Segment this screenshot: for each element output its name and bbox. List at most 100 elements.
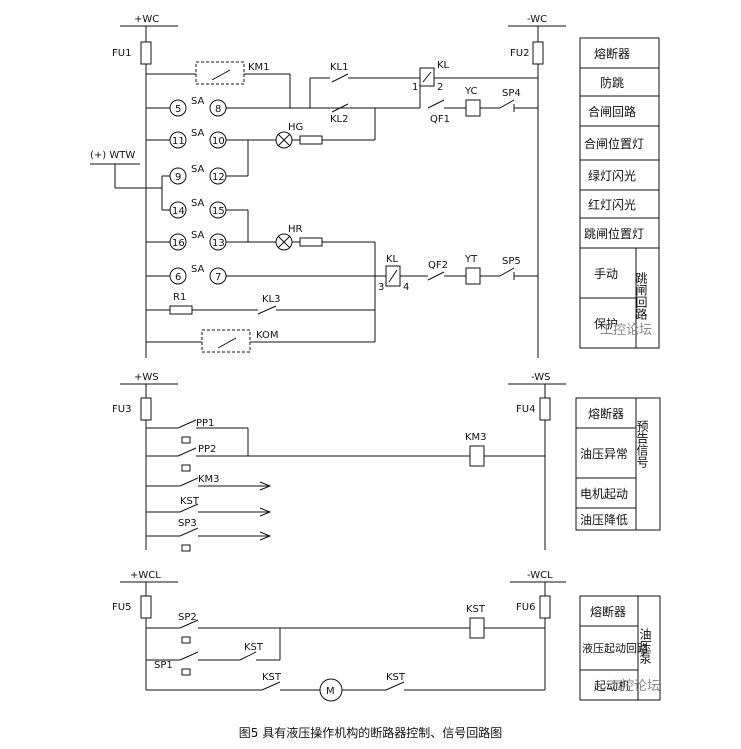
table1-row-0: 熔断器 (594, 46, 630, 61)
sa-terminal-8-label: 8 (215, 104, 221, 115)
table1-row-5: 红灯闪光 (588, 197, 636, 212)
bus-pws-label: +WS (134, 372, 159, 383)
resistor-hr (299, 237, 323, 247)
resistor-r1 (169, 305, 193, 315)
fuse-fu5 (140, 595, 152, 619)
table3-side: 油压泵 (638, 628, 652, 664)
fuse-fu2 (532, 41, 544, 65)
motor-label: M (326, 686, 335, 697)
table1-side: 跳闸回路 (634, 272, 648, 321)
watermark-2: 工控论坛 (608, 679, 660, 694)
kst-sp1-label: KST (244, 642, 264, 653)
sa-terminal-10-label: 10 (212, 136, 225, 147)
sa-terminal-11 (169, 131, 187, 149)
fuse-fu1 (140, 41, 152, 65)
sa-label-2: SA (191, 128, 205, 139)
sp2-label: SP2 (178, 612, 197, 623)
km3-coil-label: KM3 (465, 432, 487, 443)
sa-terminal-6-label: 6 (175, 272, 181, 283)
coil-kst (469, 617, 485, 639)
table1-row-2: 合闸回路 (588, 104, 636, 119)
bus-nwcl-label: -WCL (527, 570, 553, 581)
sa-terminal-16-label: 16 (172, 238, 185, 249)
fuse-fu4-label: FU4 (516, 404, 535, 415)
fuse-fu6-label: FU6 (516, 602, 535, 613)
kl-pin4-label: 4 (403, 282, 409, 293)
bus-nwc-label: -WC (527, 14, 547, 25)
sa-terminal-9 (169, 167, 187, 185)
kl-bottom-label: KL (386, 254, 399, 265)
kl1-label: KL1 (330, 62, 349, 73)
km3-contact-label: KM3 (198, 474, 220, 485)
bus-pwc-label: +WC (134, 14, 159, 25)
coil-km3 (469, 445, 485, 467)
kl-pin3-label: 3 (378, 282, 384, 293)
sp2-symbol (181, 636, 191, 644)
fuse-fu6 (539, 595, 551, 619)
table1-protect: 保护 (594, 317, 618, 331)
qf1-label: QF1 (430, 114, 450, 125)
table1-row-6: 跳闸位置灯 (584, 226, 644, 241)
sp3-label: SP3 (178, 518, 197, 529)
sa-terminal-5-label: 5 (175, 104, 181, 115)
sa-terminal-14-label: 14 (172, 206, 185, 217)
kl-pin2-label: 2 (437, 82, 443, 93)
yc-label: YC (464, 86, 478, 97)
watermark-1: 工控论坛 (600, 323, 652, 338)
sa-terminal-16 (169, 233, 187, 251)
sp1-label: SP1 (154, 660, 173, 671)
pp1-label: PP1 (196, 418, 214, 429)
coil-yt (465, 267, 481, 285)
km1-box (195, 61, 245, 85)
arrow-km3 (259, 481, 272, 491)
sa-terminal-9-label: 9 (175, 172, 181, 183)
km1-label: KM1 (248, 62, 270, 73)
sa-label-6: SA (191, 264, 205, 275)
pp2-label: PP2 (198, 444, 216, 455)
fuse-fu2-label: FU2 (510, 48, 529, 59)
coil-yc (465, 99, 481, 117)
yt-label: YT (464, 254, 478, 265)
table2-row-3: 油压降低 (580, 513, 628, 527)
table3-frame (579, 595, 661, 701)
kst-coil-label: KST (466, 604, 486, 615)
kom-label: KOM (256, 330, 279, 341)
bus-pwcl-label: +WCL (130, 570, 161, 581)
r1-label: R1 (173, 292, 186, 303)
table1-row-1: 防跳 (600, 75, 624, 90)
sp1-symbol (181, 668, 191, 676)
kst-motor-right-label: KST (386, 672, 406, 683)
pp1-symbol (181, 436, 191, 444)
sa-terminal-11-label: 11 (172, 136, 185, 147)
fuse-fu4 (539, 397, 551, 421)
table2-side: 预告信号 (635, 420, 649, 468)
fuse-fu1-label: FU1 (112, 48, 131, 59)
sp5-label: SP5 (502, 256, 521, 267)
table1-row-3: 合闸位置灯 (584, 136, 644, 151)
hg-label: HG (288, 122, 303, 133)
sa-label-3: SA (191, 164, 205, 175)
table3-row-0: 熔断器 (590, 604, 626, 619)
sa-terminal-5 (169, 99, 187, 117)
kl-top-label: KL (437, 60, 450, 71)
table1-frame (579, 37, 660, 349)
table3-row-1: 液压起动回路 (582, 641, 648, 655)
sa-terminal-12-label: 12 (212, 172, 225, 183)
sa-terminal-13-label: 13 (212, 238, 225, 249)
kl2-label: KL2 (330, 114, 349, 125)
table3-row-2: 起动机 (594, 679, 630, 693)
table2-row-2: 电机起动 (580, 487, 628, 501)
kom-box (201, 329, 251, 353)
figure-caption: 图5 具有液压操作机构的断路器控制、信号回路图 (238, 726, 503, 740)
sa-terminal-14 (169, 201, 187, 219)
bus-nws-label: -WS (531, 372, 550, 383)
pp2-symbol (181, 464, 191, 472)
sa-terminal-7-label: 7 (215, 272, 221, 283)
arrow-sp3 (259, 531, 272, 541)
kst-contact-label: KST (180, 496, 200, 507)
sa-label-4: SA (191, 198, 205, 209)
table2-row-0: 熔断器 (588, 406, 624, 421)
wtw-label: (+) WTW (90, 150, 135, 161)
kst-motor-left-label: KST (262, 672, 282, 683)
